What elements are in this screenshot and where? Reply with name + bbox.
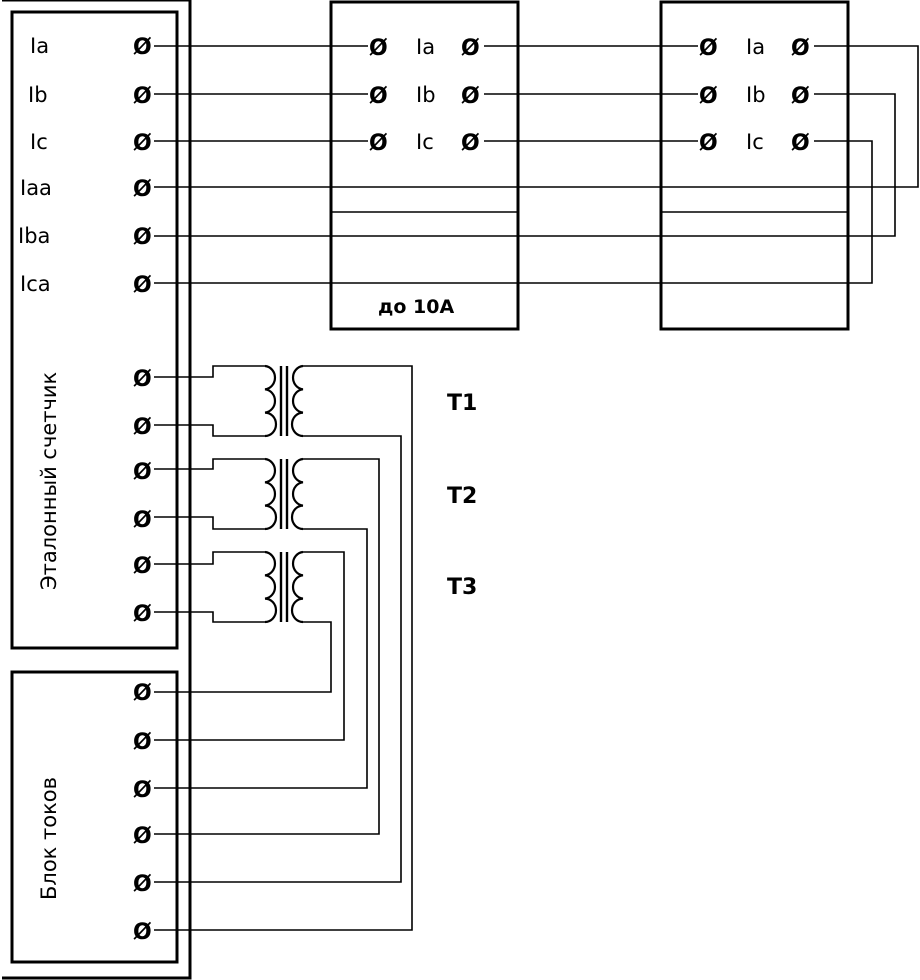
block-terminal-1: Ø [133,681,152,706]
current-block-title: Блок токов [37,777,61,900]
wire-t3-primary-top [154,551,265,565]
wire-t2-primary-bottom [154,516,265,530]
wire-t3-secondary-top [154,551,345,741]
m2-in-terminal-c: Ø [699,131,718,156]
m1-rating-note: до 10А [378,296,454,318]
ref-label-ic: Ic [30,130,48,154]
m2-out-terminal-c: Ø [791,131,810,156]
ref-terminal-2: Ø [133,84,152,109]
wire-t3-secondary-bottom [154,621,332,693]
wire-t2-primary-top [154,458,265,470]
wire-return-c [154,140,873,284]
ref-terminal-6: Ø [133,273,152,298]
ref-terminal-3: Ø [133,131,152,156]
m1-in-terminal-b: Ø [369,84,388,109]
transformer-t2-symbol [264,457,304,531]
wire-t1-secondary-bottom [154,435,402,883]
m1-label-ia: Ia [416,35,435,59]
outer-frame [2,0,192,980]
m1-label-ic: Ic [416,130,434,154]
m1-out-terminal-a: Ø [461,36,480,61]
m2-label-ib: Ib [746,83,766,107]
block-terminal-6: Ø [133,920,152,945]
ref-label-iba: Iba [18,224,50,248]
transformer-t1-symbol [264,364,304,438]
wire-return-b [154,93,896,237]
block-terminal-3: Ø [133,778,152,803]
ref-label-ib: Ib [28,83,48,107]
wire-t2-secondary-bottom [154,528,368,789]
ref-label-iaa: Iaa [20,176,52,200]
ref-terminal-12: Ø [133,602,152,627]
m2-label-ic: Ic [746,130,764,154]
m2-in-terminal-b: Ø [699,84,718,109]
ref-label-ica: Ica [20,272,51,296]
wire-return-a [154,45,919,188]
m1-in-terminal-a: Ø [369,36,388,61]
wire-t3-primary-bottom [154,611,265,623]
m1-in-terminal-c: Ø [369,131,388,156]
ref-label-ia: Ia [30,34,49,58]
m2-in-terminal-a: Ø [699,36,718,61]
wire-t1-primary-bottom [154,424,265,437]
m2-out-terminal-a: Ø [791,36,810,61]
wire-t1-primary-top [154,365,265,378]
m1-out-terminal-c: Ø [461,131,480,156]
ref-terminal-1: Ø [133,35,152,60]
block-terminal-5: Ø [133,872,152,897]
m1-out-terminal-b: Ø [461,84,480,109]
m2-out-terminal-b: Ø [791,84,810,109]
ref-terminal-10: Ø [133,508,152,533]
ref-terminal-5: Ø [133,225,152,250]
m1-label-ib: Ib [416,83,436,107]
current-block-box [10,670,179,964]
ref-terminal-7: Ø [133,367,152,392]
ref-terminal-9: Ø [133,460,152,485]
transformer-t3-symbol [264,550,304,624]
wire-t1-secondary-top [154,365,413,931]
transformer-label-t2: T2 [447,484,477,509]
ref-terminal-11: Ø [133,554,152,579]
m2-label-ia: Ia [746,35,765,59]
transformer-label-t3: T3 [447,575,477,600]
reference-meter-title: Эталонный счетчик [37,372,61,590]
block-terminal-4: Ø [133,824,152,849]
meter-1-box [329,0,520,331]
transformer-label-t1: T1 [447,391,477,416]
wire-t2-secondary-top [154,458,380,835]
ref-terminal-4: Ø [133,177,152,202]
meter-2-box [659,0,850,331]
block-terminal-2: Ø [133,730,152,755]
reference-meter-box [10,10,179,650]
ref-terminal-8: Ø [133,415,152,440]
